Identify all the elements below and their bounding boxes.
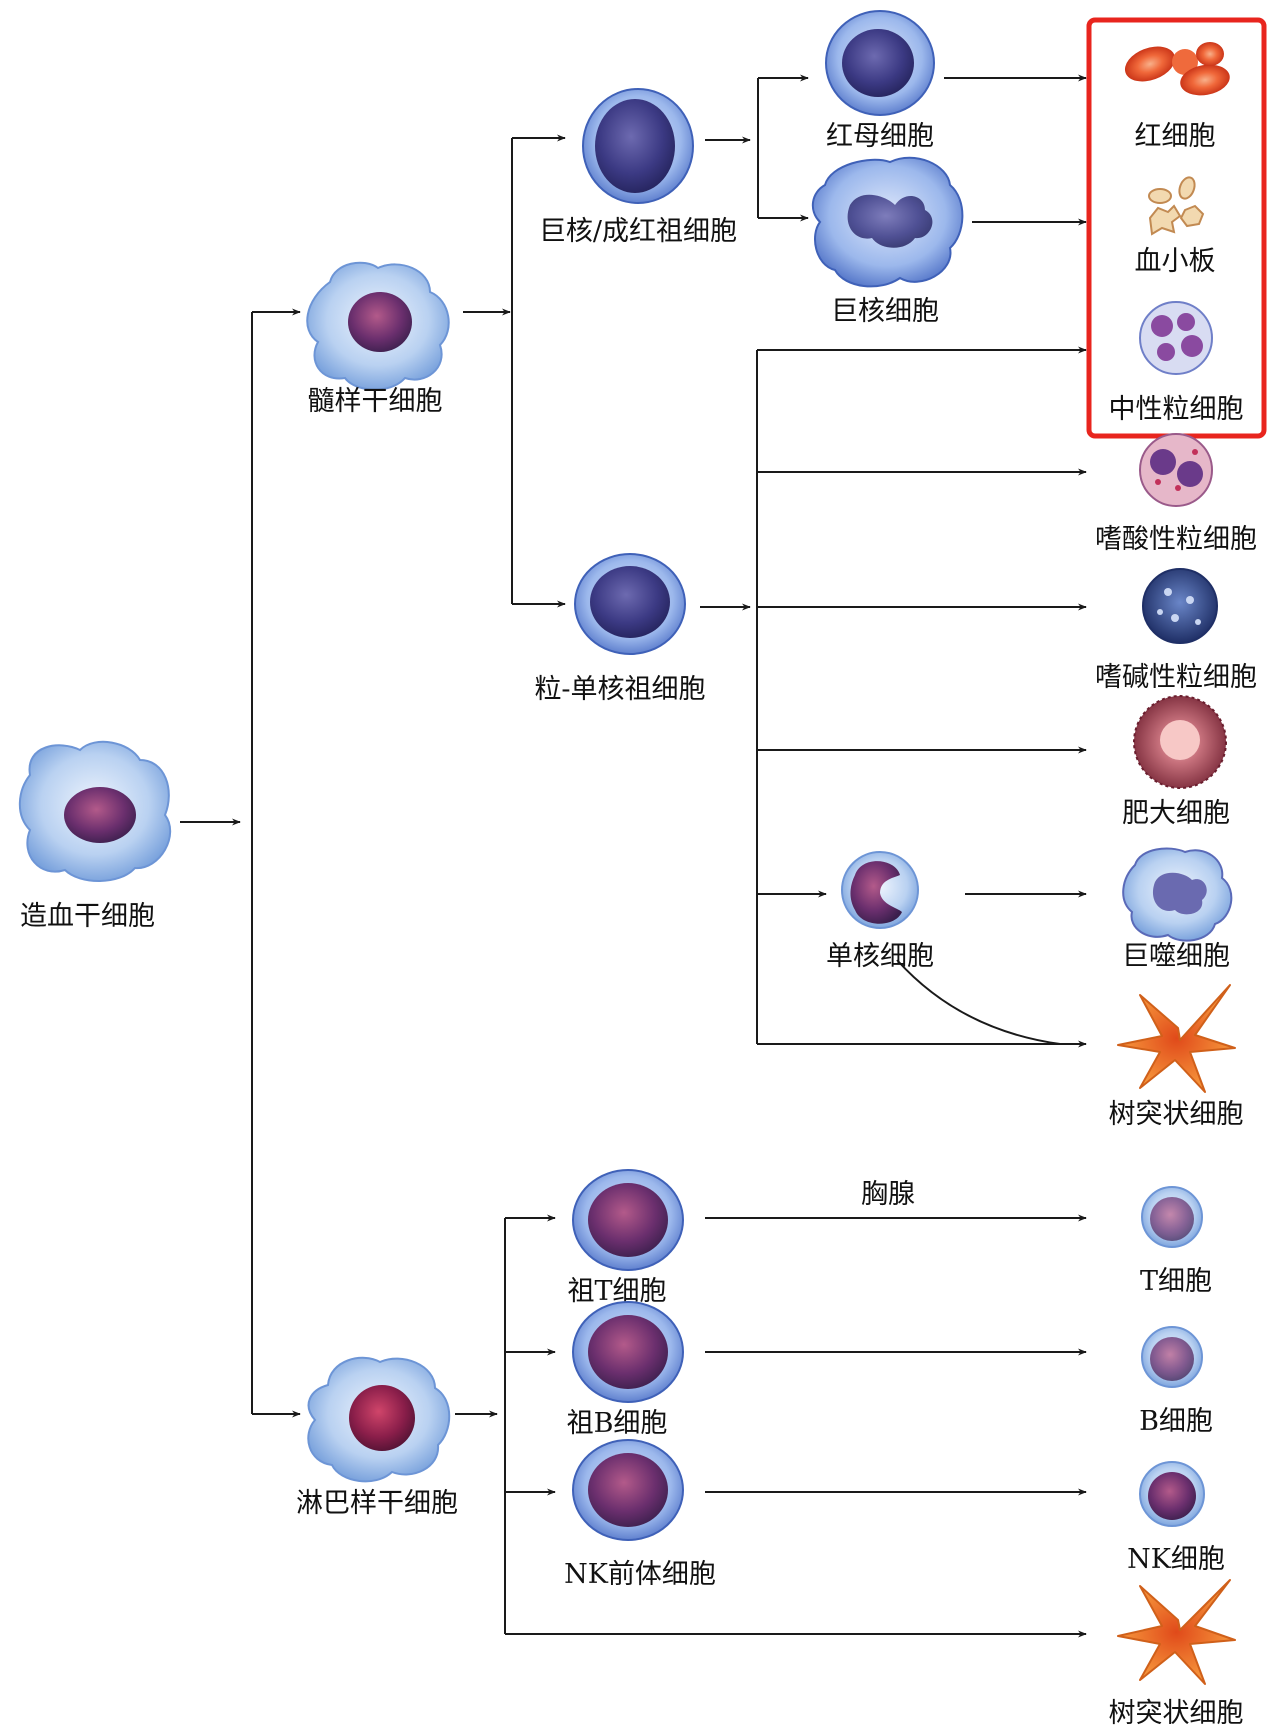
macrophage-node: 巨噬细胞 — [1122, 847, 1233, 972]
dendritic-lymphoid-label: 树突状细胞 — [1109, 1698, 1244, 1729]
thymus-label: 胸腺 — [861, 1179, 915, 1210]
red-blood-cell-icon — [1124, 42, 1230, 96]
platelet-icon — [1148, 176, 1205, 236]
rbc-label: 红细胞 — [1135, 121, 1216, 152]
monocyte-label: 单核细胞 — [826, 941, 934, 972]
eosinophil-icon — [1139, 433, 1213, 507]
pro-b-label: 祖B细胞 — [567, 1408, 668, 1439]
monocyte-node: 单核细胞 — [826, 851, 934, 972]
blast-cell-icon — [825, 10, 935, 116]
dendritic-cell-icon — [1117, 984, 1236, 1093]
basophil-icon — [1142, 568, 1218, 644]
neutrophil-label: 中性粒细胞 — [1109, 394, 1244, 425]
basophil-node: 嗜碱性粒细胞 — [1095, 568, 1257, 693]
lymphoblast-icon — [572, 1169, 684, 1271]
hsc-node: 造血干细胞 — [18, 740, 172, 932]
platelet-label: 血小板 — [1135, 246, 1216, 277]
macrophage-label: 巨噬细胞 — [1122, 941, 1230, 972]
megakaryocyte-icon — [811, 156, 964, 288]
eosinophil-node: 嗜酸性粒细胞 — [1095, 433, 1257, 555]
nk-cell-node: NK细胞 — [1127, 1461, 1225, 1575]
nk-precursor-node: NK前体细胞 — [564, 1439, 716, 1590]
monocyte-icon — [841, 851, 919, 929]
lymphoid-stem-node: 淋巴样干细胞 — [296, 1356, 458, 1519]
pro-t-label: 祖T细胞 — [567, 1276, 666, 1307]
nk-precursor-label: NK前体细胞 — [564, 1559, 716, 1590]
b-cell-node: B细胞 — [1139, 1326, 1213, 1437]
dendritic-myeloid-label: 树突状细胞 — [1109, 1099, 1244, 1130]
dendritic-lymphoid-node: 树突状细胞 — [1109, 1579, 1244, 1729]
erythroblast-node: 红母细胞 — [825, 10, 935, 152]
mast-node: 肥大细胞 — [1122, 695, 1230, 829]
hsc-label: 造血干细胞 — [20, 901, 155, 932]
lymphoblast-icon — [572, 1301, 684, 1403]
nk-cell-label: NK细胞 — [1127, 1544, 1225, 1575]
neutrophil-icon — [1139, 301, 1213, 375]
lymphocyte-icon — [1141, 1326, 1203, 1388]
megakaryocyte-node: 巨核细胞 — [811, 156, 964, 327]
lymphoblast-icon — [572, 1439, 684, 1541]
neutrophil-node: 中性粒细胞 — [1109, 301, 1244, 425]
blast-cell-icon — [574, 553, 686, 655]
mk-erythroid-progenitor-label: 巨核/成红祖细胞 — [539, 216, 737, 247]
eosinophil-label: 嗜酸性粒细胞 — [1095, 524, 1257, 555]
connectors — [180, 74, 1087, 1638]
gm-progenitor-label: 粒-单核祖细胞 — [534, 674, 705, 705]
macrophage-icon — [1122, 847, 1233, 942]
lymphoid-stem-label: 淋巴样干细胞 — [296, 1488, 458, 1519]
stem-cell-icon — [306, 261, 450, 391]
dendritic-myeloid-node: 树突状细胞 — [1109, 984, 1244, 1130]
stem-cell-icon — [18, 740, 172, 882]
lymphocyte-icon — [1141, 1186, 1203, 1248]
erythroblast-label: 红母细胞 — [826, 121, 934, 152]
mast-label: 肥大细胞 — [1122, 798, 1230, 829]
mk-erythroid-progenitor-node: 巨核/成红祖细胞 — [539, 88, 737, 247]
rbc-node: 红细胞 — [1124, 42, 1230, 152]
t-cell-node: T细胞 — [1140, 1186, 1212, 1297]
myeloid-stem-node: 髓样干细胞 — [306, 261, 450, 417]
pro-b-node: 祖B细胞 — [567, 1301, 684, 1439]
basophil-label: 嗜碱性粒细胞 — [1095, 662, 1257, 693]
b-cell-label: B细胞 — [1139, 1406, 1213, 1437]
megakaryocyte-label: 巨核细胞 — [831, 296, 939, 327]
lymphocyte-icon — [1139, 1461, 1205, 1527]
platelet-node: 血小板 — [1135, 176, 1216, 277]
gm-progenitor-node: 粒-单核祖细胞 — [534, 553, 706, 705]
t-cell-label: T细胞 — [1140, 1266, 1212, 1297]
myeloid-stem-label: 髓样干细胞 — [308, 386, 443, 417]
mast-cell-icon — [1133, 695, 1227, 789]
blast-cell-icon — [582, 88, 694, 204]
stem-cell-icon — [307, 1356, 451, 1483]
pro-t-node: 祖T细胞 — [567, 1169, 684, 1307]
dendritic-cell-icon — [1117, 1579, 1236, 1685]
